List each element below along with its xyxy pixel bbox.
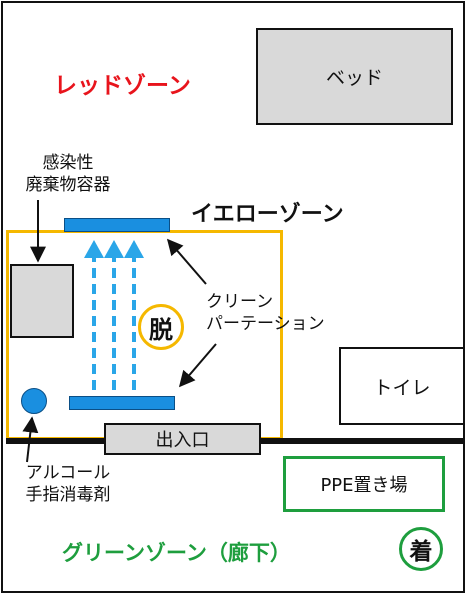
pointer-arrow-icon xyxy=(166,238,207,285)
airflow-arrow-icon xyxy=(124,240,144,390)
green-zone-label: グリーンゾーン（廊下） xyxy=(62,541,291,565)
don-mark: 着 xyxy=(399,527,443,571)
ppe-label: PPE置き場 xyxy=(320,475,408,496)
waste-label-line1: 感染性 xyxy=(42,153,94,173)
doff-mark-text: 脱 xyxy=(149,315,173,344)
entrance-label: 出入口 xyxy=(155,430,210,451)
room-outline xyxy=(1,1,465,593)
alcohol-dispenser xyxy=(21,388,47,414)
pointer-arrow-icon xyxy=(22,416,39,463)
ppe-storage: PPE置き場 xyxy=(283,456,445,512)
toilet: トイレ xyxy=(339,347,465,425)
airflow-arrow-icon xyxy=(84,240,104,390)
doff-mark: 脱 xyxy=(138,304,184,350)
alcohol-label: アルコール 手指消毒剤 xyxy=(10,462,126,506)
partition-label-line1: クリーン xyxy=(206,292,274,312)
waste-container-label: 感染性 廃棄物容器 xyxy=(12,152,124,196)
bed: ベッド xyxy=(256,28,453,125)
red-zone-label: レッドゾーン xyxy=(54,73,191,99)
clean-partition-top xyxy=(64,218,170,232)
airflow-arrow-icon xyxy=(104,240,124,390)
partition-label-line2: パーテーション xyxy=(206,314,325,334)
toilet-label: トイレ xyxy=(373,376,431,399)
waste-container xyxy=(10,264,74,338)
waste-label-line2: 廃棄物容器 xyxy=(25,175,111,195)
partition-label: クリーン パーテーション xyxy=(206,291,325,335)
alcohol-label-line1: アルコール xyxy=(25,463,111,483)
don-mark-text: 着 xyxy=(409,539,433,565)
entrance: 出入口 xyxy=(104,423,261,455)
bed-label: ベッド xyxy=(325,67,383,89)
alcohol-label-line2: 手指消毒剤 xyxy=(25,485,111,505)
yellow-zone-label: イエローゾーン xyxy=(191,202,344,227)
pointer-arrow-icon xyxy=(178,343,217,388)
clean-partition-bottom xyxy=(69,396,175,410)
